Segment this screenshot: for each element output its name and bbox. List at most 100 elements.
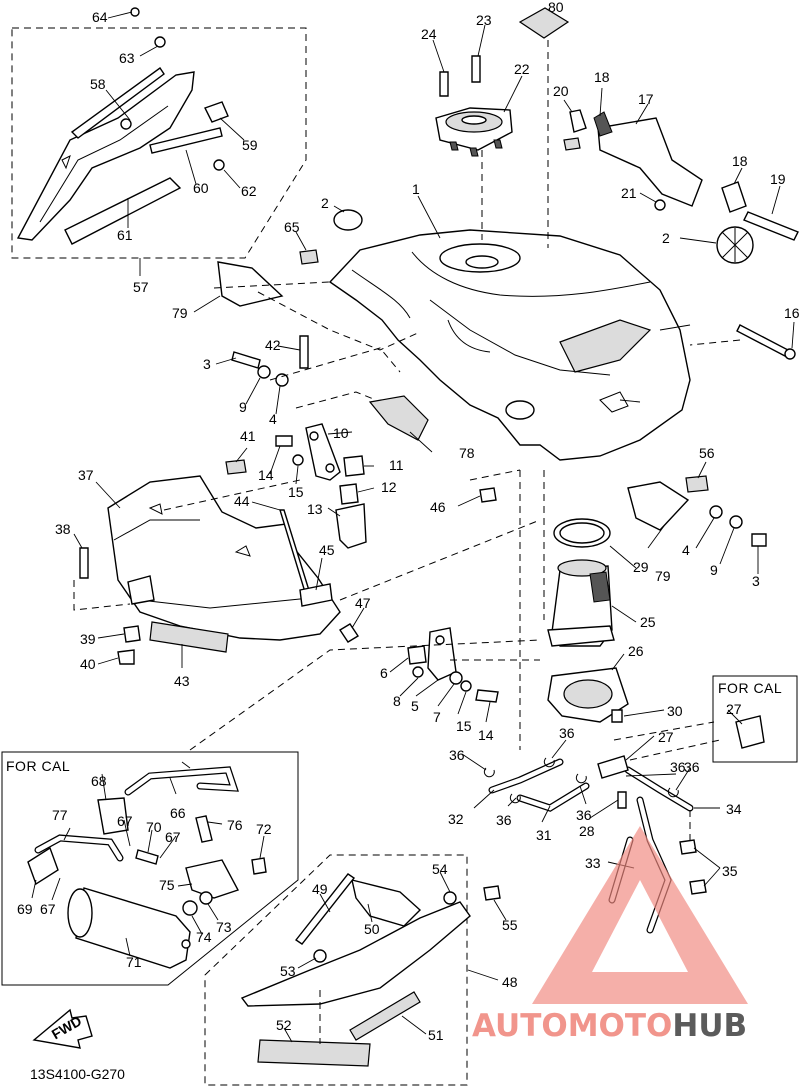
gasket-2-right xyxy=(716,226,754,264)
part-label-60: 60 xyxy=(193,180,209,196)
guide-lines xyxy=(73,40,741,1044)
part-label-36: 36 xyxy=(670,759,686,775)
part-label-33: 33 xyxy=(585,855,601,871)
part-label-9: 9 xyxy=(710,562,718,578)
stay-49 xyxy=(294,873,356,945)
part-label-36: 36 xyxy=(449,747,465,763)
part-label-31: 31 xyxy=(536,827,552,843)
part-label-61: 61 xyxy=(117,227,133,243)
collar-73 xyxy=(199,891,213,905)
part-label-24: 24 xyxy=(421,26,437,42)
bolt-76 xyxy=(195,815,213,843)
part-label-71: 71 xyxy=(126,954,142,970)
part-label-8: 8 xyxy=(393,693,401,709)
part-label-77: 77 xyxy=(52,807,68,823)
valve-68 xyxy=(97,797,129,835)
strip-52 xyxy=(257,1039,371,1067)
collar-7 xyxy=(449,671,463,685)
bolt-47 xyxy=(339,623,359,643)
part-label-14: 14 xyxy=(478,727,494,743)
for-cal-fitting-box xyxy=(712,675,798,763)
bolt-16 xyxy=(736,324,796,360)
diagram-code: 13S4100-G270 xyxy=(30,1066,125,1082)
damper-53 xyxy=(313,949,327,963)
leader-lines xyxy=(31,11,795,1043)
bolt-55 xyxy=(483,885,501,901)
clip-36-e xyxy=(667,787,679,798)
part-label-19: 19 xyxy=(770,171,786,187)
bolt-38 xyxy=(79,547,89,579)
part-label-50: 50 xyxy=(364,921,380,937)
part-label-73: 73 xyxy=(216,919,232,935)
rear-cover-group-box xyxy=(204,854,468,1086)
part-label-43: 43 xyxy=(174,673,190,689)
part-label-4: 4 xyxy=(682,542,690,558)
part-label-32: 32 xyxy=(448,811,464,827)
grommet-40 xyxy=(117,649,135,665)
part-label-46: 46 xyxy=(430,499,446,515)
part-label-1: 1 xyxy=(412,181,420,197)
bolt-3-left xyxy=(231,351,261,369)
damper-6 xyxy=(407,645,427,665)
plate-78 xyxy=(368,395,429,441)
washer-8 xyxy=(412,666,424,678)
canister-71 xyxy=(67,887,191,969)
part-label-53: 53 xyxy=(280,963,296,979)
strip-51 xyxy=(349,991,421,1041)
part-label-21: 21 xyxy=(621,185,637,201)
part-label-68: 68 xyxy=(91,773,107,789)
bracket-5 xyxy=(427,627,457,681)
part-label-38: 38 xyxy=(55,521,71,537)
part-label-62: 62 xyxy=(241,183,257,199)
part-label-15: 15 xyxy=(288,484,304,500)
bolt-35b xyxy=(689,879,707,895)
part-label-35: 35 xyxy=(722,863,738,879)
breather-assembly xyxy=(563,109,799,241)
part-label-44: 44 xyxy=(234,493,250,509)
part-label-47: 47 xyxy=(355,595,371,611)
watermark-triangle xyxy=(532,826,748,1004)
damper-12 xyxy=(339,483,359,505)
part-label-58: 58 xyxy=(90,76,106,92)
hose-31-core xyxy=(517,783,589,811)
part-label-2: 2 xyxy=(321,195,329,211)
label-80 xyxy=(518,7,570,39)
washer-15-upper xyxy=(292,454,304,466)
bolt-42 xyxy=(299,335,309,369)
cover-panel-48 xyxy=(240,901,471,1007)
part-label-29: 29 xyxy=(633,559,649,575)
bolt-72 xyxy=(251,857,267,875)
part-label-7: 7 xyxy=(433,709,441,725)
bracket-13 xyxy=(335,503,367,549)
part-label-52: 52 xyxy=(276,1017,292,1033)
part-label-26: 26 xyxy=(628,643,644,659)
part-label-48: 48 xyxy=(502,974,518,990)
washer-15-lower xyxy=(460,680,472,692)
bracket-75 xyxy=(185,859,240,899)
hose-34-core xyxy=(625,767,693,811)
part-label-5: 5 xyxy=(411,698,419,714)
part-label-54: 54 xyxy=(432,861,448,877)
part-label-13: 13 xyxy=(307,501,323,517)
part-label-51: 51 xyxy=(428,1027,444,1043)
part-label-75: 75 xyxy=(159,877,175,893)
plate-79-left xyxy=(217,261,284,307)
part-label-78: 78 xyxy=(459,445,475,461)
gasket-2-left xyxy=(333,209,363,231)
bolt-14-upper xyxy=(275,435,293,447)
part-label-17: 17 xyxy=(638,91,654,107)
part-label-3: 3 xyxy=(203,356,211,372)
part-label-74: 74 xyxy=(196,929,212,945)
damper-41 xyxy=(225,459,247,475)
clip-36-a xyxy=(483,767,495,778)
bracket-69 xyxy=(27,846,59,886)
joint-27-cal xyxy=(735,715,765,749)
bolt-30 xyxy=(611,709,623,723)
joint-27 xyxy=(597,755,629,779)
part-label-16: 16 xyxy=(784,305,800,321)
strip-43 xyxy=(149,621,229,653)
part-label-36: 36 xyxy=(576,807,592,823)
watermark-text: AUTOMOTOHUB xyxy=(472,1008,747,1044)
damper-56 xyxy=(685,475,709,493)
collar-9-left xyxy=(257,365,271,379)
